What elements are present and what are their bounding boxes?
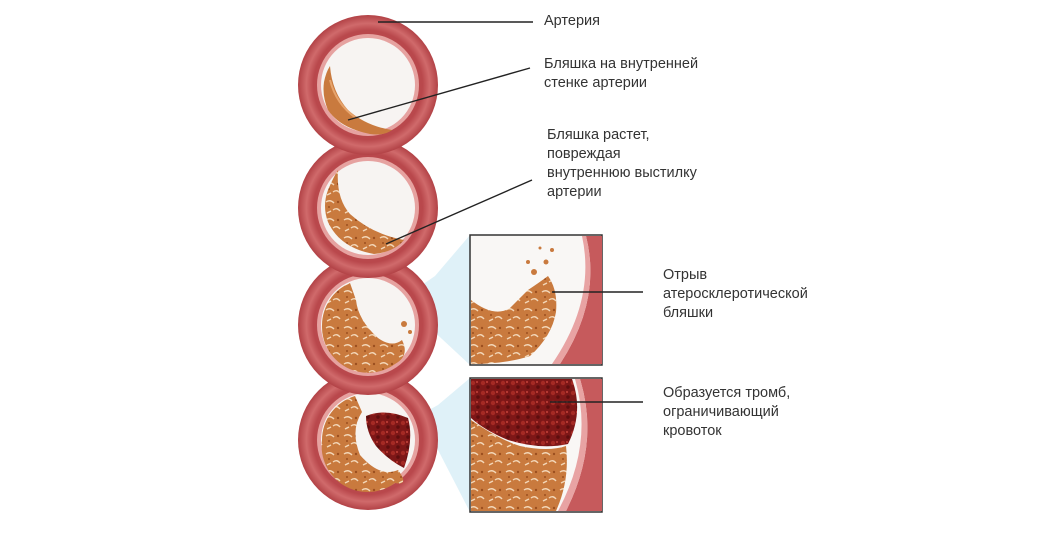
artery-ring-rupture: [298, 255, 438, 395]
label-artery: Артерия: [544, 13, 600, 29]
leader-line-plaque-wall: [347, 67, 531, 121]
zoom-box-rupture: [469, 234, 603, 366]
leader-line-plaque-grows: [385, 179, 533, 245]
zoom-wedge-rupture: [400, 235, 470, 365]
zoom-wedge-thrombus: [420, 378, 470, 512]
artery-ring-thrombus: [298, 370, 438, 510]
artery-ring-growing-plaque: [298, 138, 438, 278]
zoom-box-thrombus: [469, 377, 603, 513]
label-plaque-on-wall: Бляшка на внутренней стенке артерии: [544, 56, 699, 91]
label-thrombus: Образуется тромб, ограничивающий кровото…: [663, 385, 791, 439]
label-plaque-rupture: Отрыв атеросклеротической бляшки: [663, 267, 808, 321]
label-plaque-grows: Бляшка растет, повреждая внутреннюю выст…: [547, 127, 697, 200]
artery-ring-healthy: [298, 15, 438, 155]
